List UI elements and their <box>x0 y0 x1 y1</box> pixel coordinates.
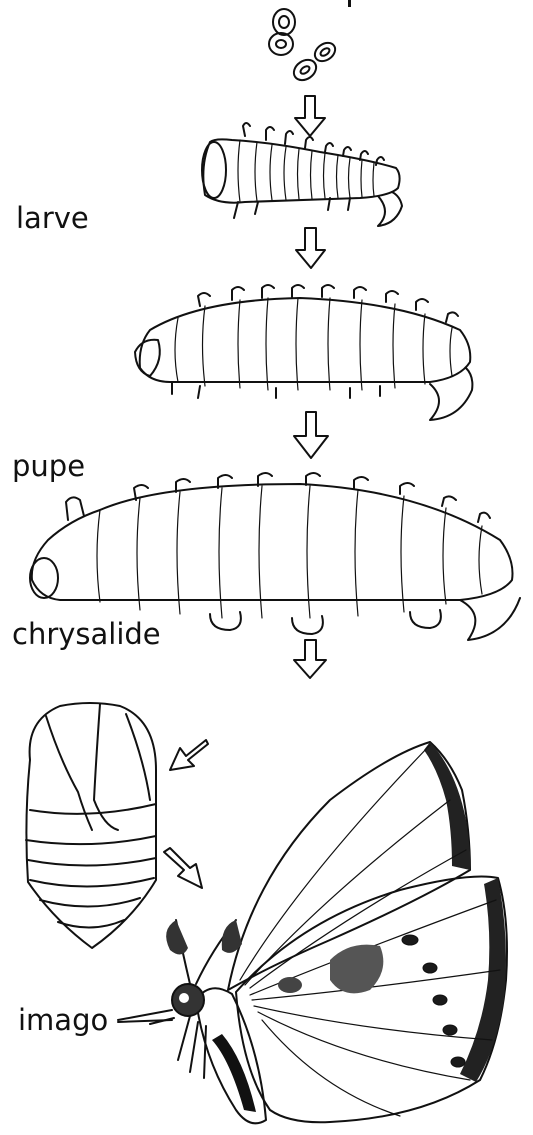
life-cycle-diagram: larve pupe chrysalide imago <box>0 0 533 1135</box>
imago-leader-line <box>0 0 533 1135</box>
